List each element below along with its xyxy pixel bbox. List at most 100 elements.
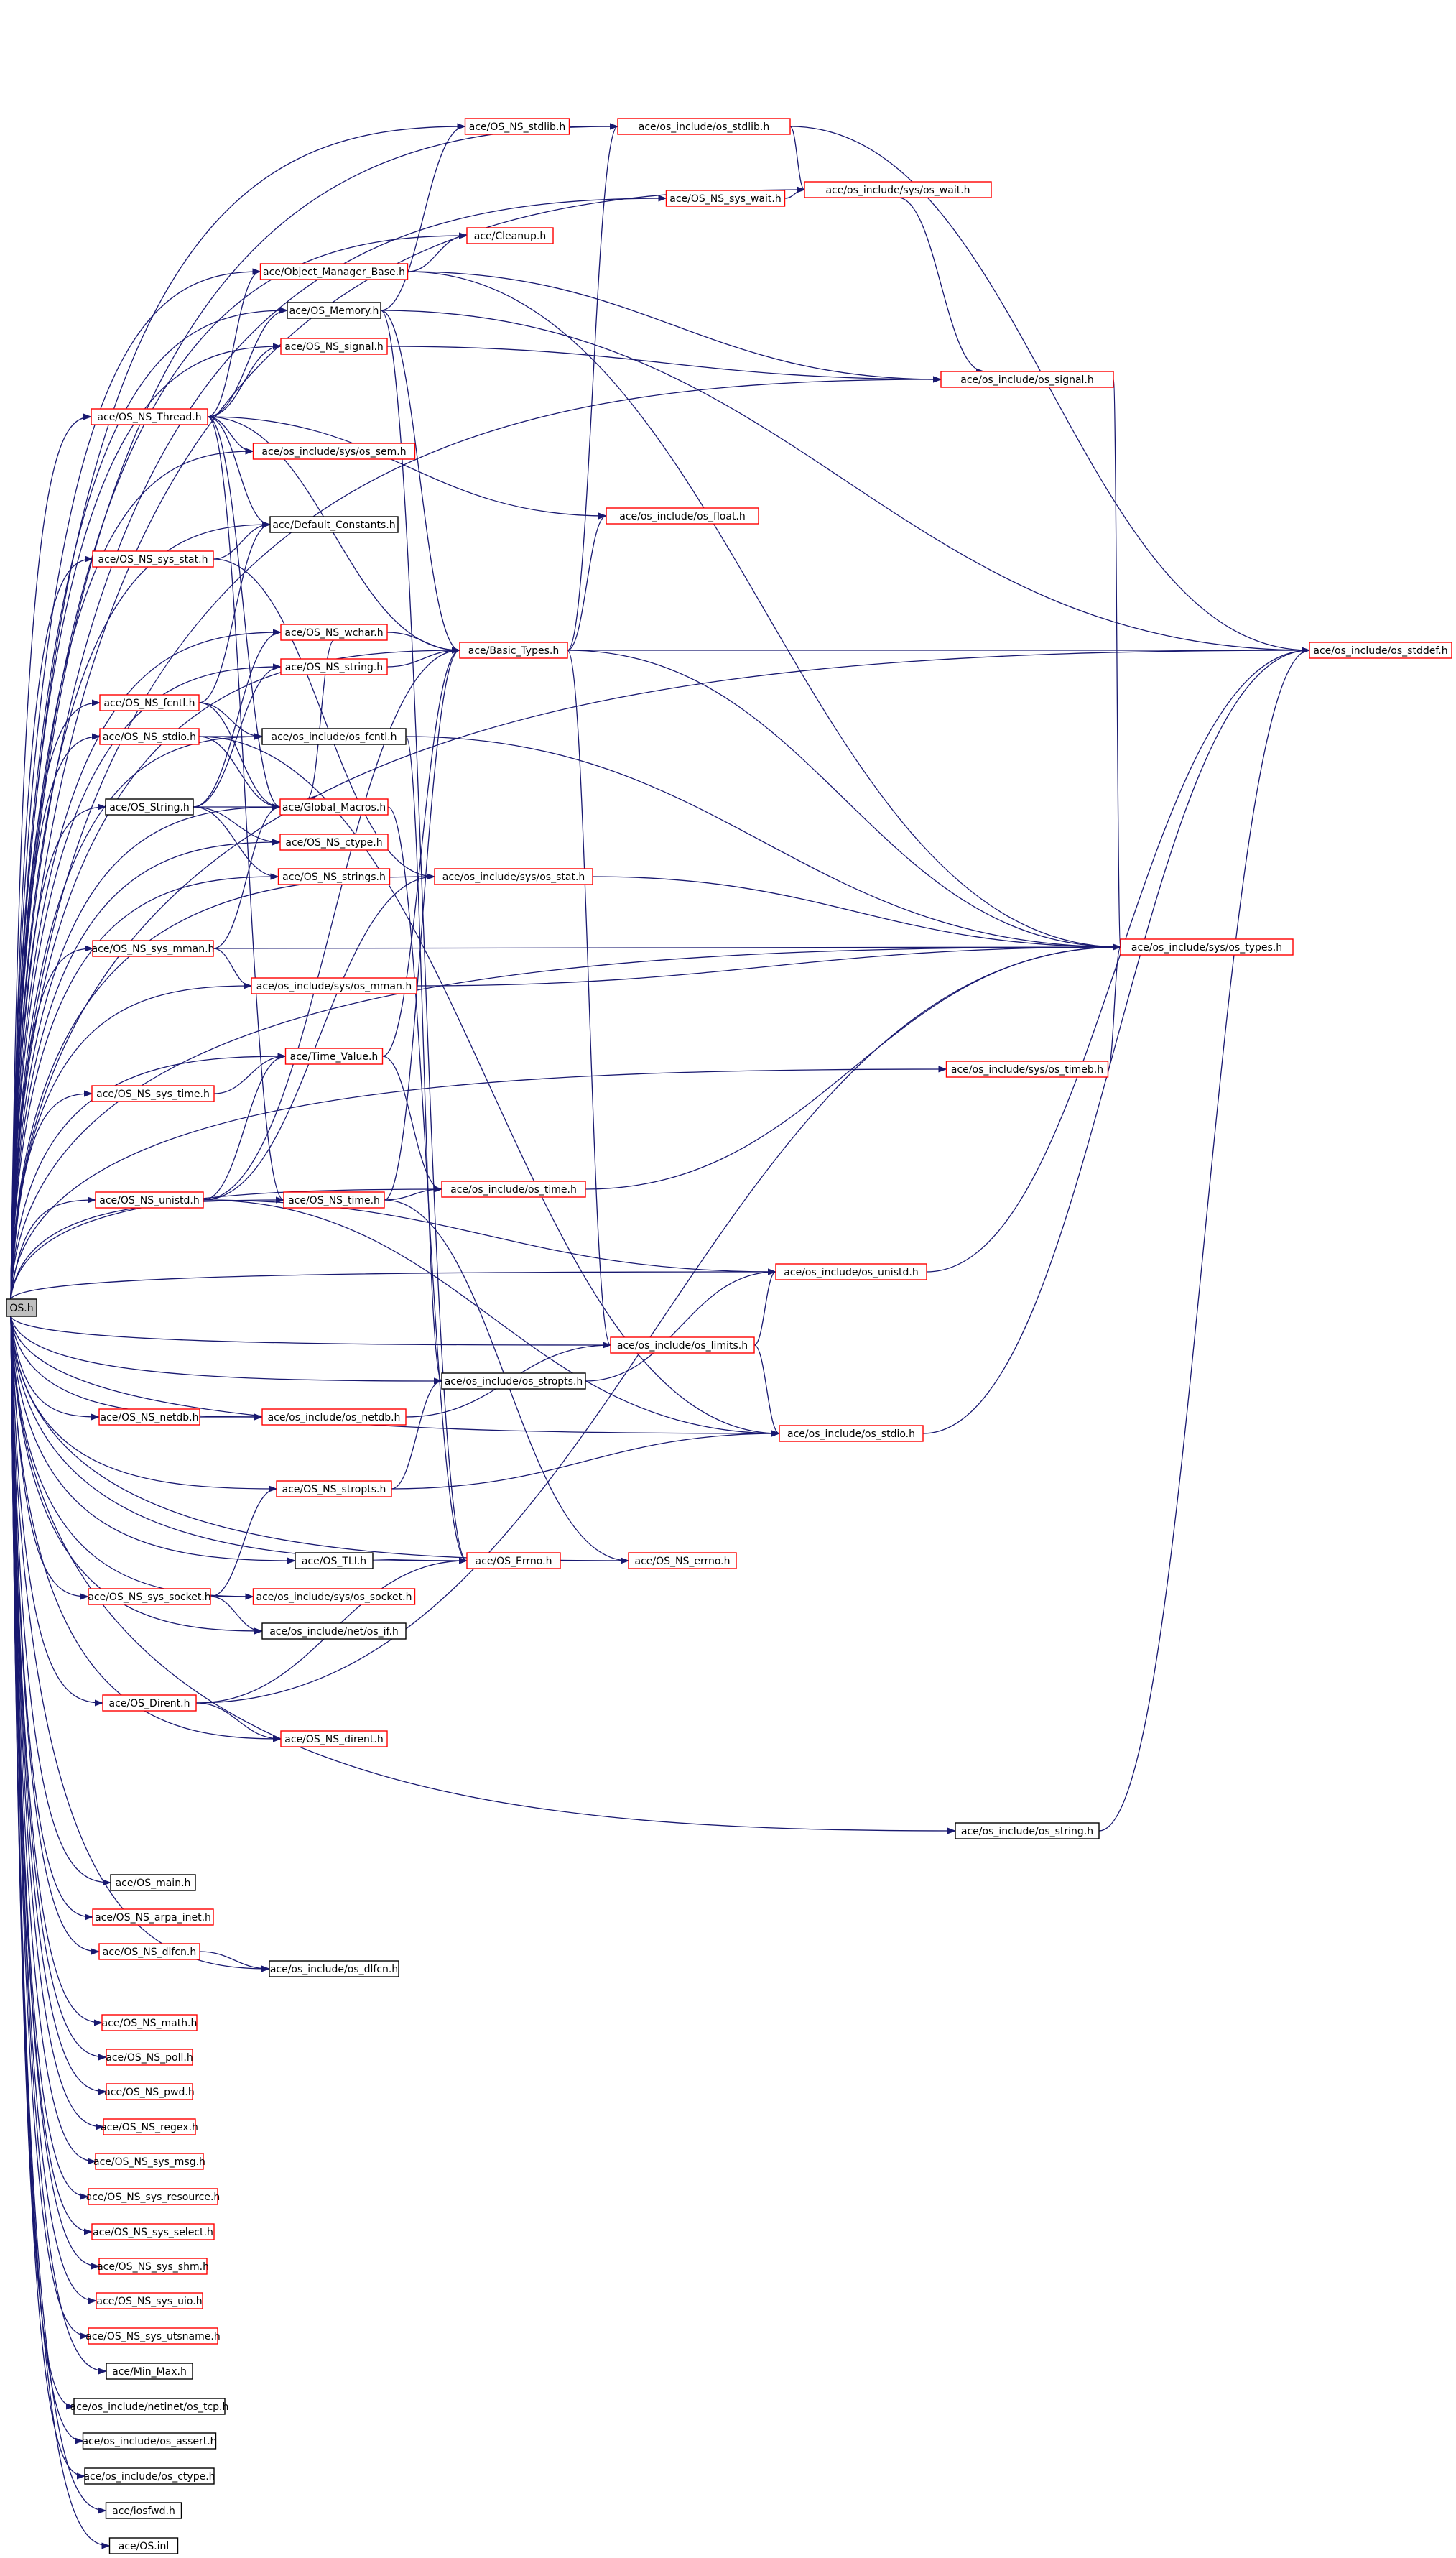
node-os-ctype[interactable]: ace/os_include/os_ctype.h <box>83 2467 215 2485</box>
edge-path <box>10 555 93 1300</box>
node-os-dirent[interactable]: ace/OS_Dirent.h <box>102 1694 197 1712</box>
node-os-signal[interactable]: ace/os_include/os_signal.h <box>940 371 1114 388</box>
node-ns-math[interactable]: ace/OS_NS_math.h <box>101 2014 198 2031</box>
node-ns-fcntl[interactable]: ace/OS_NS_fcntl.h <box>99 694 200 711</box>
node-os-main[interactable]: ace/OS_main.h <box>110 1874 196 1891</box>
node-iosfwd[interactable]: ace/iosfwd.h <box>105 2502 182 2519</box>
node-ns-regex[interactable]: ace/OS_NS_regex.h <box>101 2118 198 2135</box>
node-os-tli[interactable]: ace/OS_TLI.h <box>295 1552 374 1569</box>
node-os-memory[interactable]: ace/OS_Memory.h <box>287 302 381 319</box>
node-os-assert[interactable]: ace/os_include/os_assert.h <box>82 2432 217 2450</box>
node-global-macros[interactable]: ace/Global_Macros.h <box>279 798 389 816</box>
edge-os-h-to-os-mman <box>10 982 252 1300</box>
edge-os-h-to-os-dirent <box>10 1316 103 1707</box>
node-ns-sys-wait[interactable]: ace/OS_NS_sys_wait.h <box>665 190 786 207</box>
edge-os-h-to-os-stddef <box>10 647 1310 1300</box>
node-os-stat[interactable]: ace/os_include/sys/os_stat.h <box>434 868 593 885</box>
node-os-stdio[interactable]: ace/os_include/os_stdio.h <box>779 1425 924 1442</box>
node-os-socket[interactable]: ace/os_include/sys/os_socket.h <box>252 1588 416 1605</box>
edge-path <box>380 123 466 311</box>
node-os-unistd[interactable]: ace/os_include/os_unistd.h <box>775 1263 927 1280</box>
node-os-netdb[interactable]: ace/os_include/os_netdb.h <box>261 1408 407 1426</box>
node-os-time[interactable]: ace/os_include/os_time.h <box>441 1181 586 1198</box>
node-os-sem[interactable]: ace/os_include/sys/os_sem.h <box>252 443 416 460</box>
node-os-timeb[interactable]: ace/os_include/sys/os_timeb.h <box>945 1061 1109 1078</box>
edge-path <box>386 346 942 383</box>
node-ns-sys-stat[interactable]: ace/OS_NS_sys_stat.h <box>92 550 214 568</box>
node-box <box>1120 938 1294 956</box>
node-ns-sys-uio[interactable]: ace/OS_NS_sys_uio.h <box>96 2292 203 2309</box>
node-os-types[interactable]: ace/os_include/sys/os_types.h <box>1120 938 1294 956</box>
node-ns-sys-msg[interactable]: ace/OS_NS_sys_msg.h <box>93 2153 205 2170</box>
node-ns-arpa-inet[interactable]: ace/OS_NS_arpa_inet.h <box>92 1908 214 1926</box>
node-os-dlfcn[interactable]: ace/os_include/os_dlfcn.h <box>269 1960 399 1977</box>
node-os-errno-ace[interactable]: ace/OS_Errno.h <box>466 1552 561 1569</box>
node-box <box>610 1336 755 1354</box>
node-os-stddef[interactable]: ace/os_include/os_stddef.h <box>1309 642 1452 659</box>
node-time-value[interactable]: ace/Time_Value.h <box>284 1048 384 1065</box>
edge-path <box>199 1951 270 1972</box>
node-ns-dirent[interactable]: ace/OS_NS_dirent.h <box>280 1730 388 1747</box>
node-os-wait[interactable]: ace/os_include/sys/os_wait.h <box>804 181 992 198</box>
node-label: ace/os_include/os_string.h <box>961 1826 1093 1837</box>
node-os-inl[interactable]: ace/OS.inl <box>108 2537 179 2554</box>
edge-path <box>193 806 281 846</box>
node-ns-sys-time[interactable]: ace/OS_NS_sys_time.h <box>91 1085 215 1102</box>
node-box <box>82 2432 217 2450</box>
edge-os-h-to-ns-sys-wait <box>10 195 667 1300</box>
node-ns-poll[interactable]: ace/OS_NS_poll.h <box>106 2049 193 2066</box>
node-ns-dlfcn[interactable]: ace/OS_NS_dlfcn.h <box>98 1943 200 1960</box>
node-obj-mgr[interactable]: ace/Object_Manager_Base.h <box>259 263 409 280</box>
node-ns-sys-resource[interactable]: ace/OS_NS_sys_resource.h <box>86 2188 221 2205</box>
node-ns-stdio[interactable]: ace/OS_NS_stdio.h <box>99 728 200 745</box>
edge-ns-thread-to-os-memory <box>207 307 288 417</box>
node-default-const[interactable]: ace/Default_Constants.h <box>269 516 399 533</box>
node-box <box>106 2363 193 2380</box>
node-ns-wchar[interactable]: ace/OS_NS_wchar.h <box>280 624 388 641</box>
node-os-tcp[interactable]: ace/os_include/netinet/os_tcp.h <box>70 2398 229 2415</box>
node-os-string-inc[interactable]: ace/os_include/os_string.h <box>955 1822 1100 1839</box>
node-ns-string[interactable]: ace/OS_NS_string.h <box>280 658 388 675</box>
node-os-mman[interactable]: ace/os_include/sys/os_mman.h <box>251 977 417 994</box>
node-ns-unistd[interactable]: ace/OS_NS_unistd.h <box>95 1191 204 1209</box>
edge-path <box>10 663 282 1300</box>
node-ns-sys-socket[interactable]: ace/OS_NS_sys_socket.h <box>88 1588 211 1605</box>
node-os-fcntl[interactable]: ace/os_include/os_fcntl.h <box>261 728 407 745</box>
node-os-limits[interactable]: ace/os_include/os_limits.h <box>610 1336 755 1354</box>
node-os-if[interactable]: ace/os_include/net/os_if.h <box>261 1622 407 1640</box>
node-ns-pwd[interactable]: ace/OS_NS_pwd.h <box>104 2083 195 2100</box>
node-box <box>92 1908 214 1926</box>
node-label: ace/Cleanup.h <box>474 231 546 242</box>
node-label: ace/os_include/sys/os_mman.h <box>256 981 412 992</box>
node-basic-types[interactable]: ace/Basic_Types.h <box>459 642 568 659</box>
node-ns-ctype[interactable]: ace/OS_NS_ctype.h <box>279 834 389 851</box>
node-box <box>269 516 399 533</box>
node-label: ace/OS_Errno.h <box>476 1556 552 1567</box>
node-os-stdlib[interactable]: ace/os_include/os_stdlib.h <box>617 118 791 135</box>
edge-path <box>585 1268 776 1382</box>
node-os-h[interactable]: OS.h <box>6 1298 37 1317</box>
node-cleanup[interactable]: ace/Cleanup.h <box>466 227 554 244</box>
node-ns-sys-utsname[interactable]: ace/OS_NS_sys_utsname.h <box>85 2327 221 2345</box>
node-ns-signal[interactable]: ace/OS_NS_signal.h <box>280 338 388 355</box>
node-ns-netdb[interactable]: ace/OS_NS_netdb.h <box>98 1408 200 1426</box>
node-os-string-h[interactable]: ace/OS_String.h <box>105 798 194 816</box>
node-os-stropts[interactable]: ace/os_include/os_stropts.h <box>441 1372 586 1390</box>
node-ns-errno[interactable]: ace/OS_NS_errno.h <box>628 1552 737 1569</box>
node-ns-sys-select[interactable]: ace/OS_NS_sys_select.h <box>91 2223 215 2240</box>
node-box <box>98 2258 208 2275</box>
edge-os-string-inc-to-os-stddef <box>1098 647 1310 1832</box>
node-ns-time[interactable]: ace/OS_NS_time.h <box>283 1191 385 1209</box>
edge-path <box>207 307 288 417</box>
node-ns-sys-shm[interactable]: ace/OS_NS_sys_shm.h <box>97 2258 209 2275</box>
edge-path <box>10 1316 263 1421</box>
node-os-float[interactable]: ace/os_include/os_float.h <box>606 507 759 525</box>
node-label: ace/OS_Memory.h <box>289 305 379 317</box>
node-min-max[interactable]: ace/Min_Max.h <box>106 2363 193 2380</box>
node-ns-sys-mman[interactable]: ace/OS_NS_sys_mman.h <box>92 940 215 957</box>
node-ns-stropts[interactable]: ace/OS_NS_stropts.h <box>276 1480 392 1497</box>
node-ns-stdlib[interactable]: ace/OS_NS_stdlib.h <box>464 118 570 135</box>
node-ns-strings[interactable]: ace/OS_NS_strings.h <box>277 868 391 885</box>
edge-os-string-h-to-ns-strings <box>193 806 279 880</box>
node-ns-thread[interactable]: ace/OS_NS_Thread.h <box>91 408 208 425</box>
